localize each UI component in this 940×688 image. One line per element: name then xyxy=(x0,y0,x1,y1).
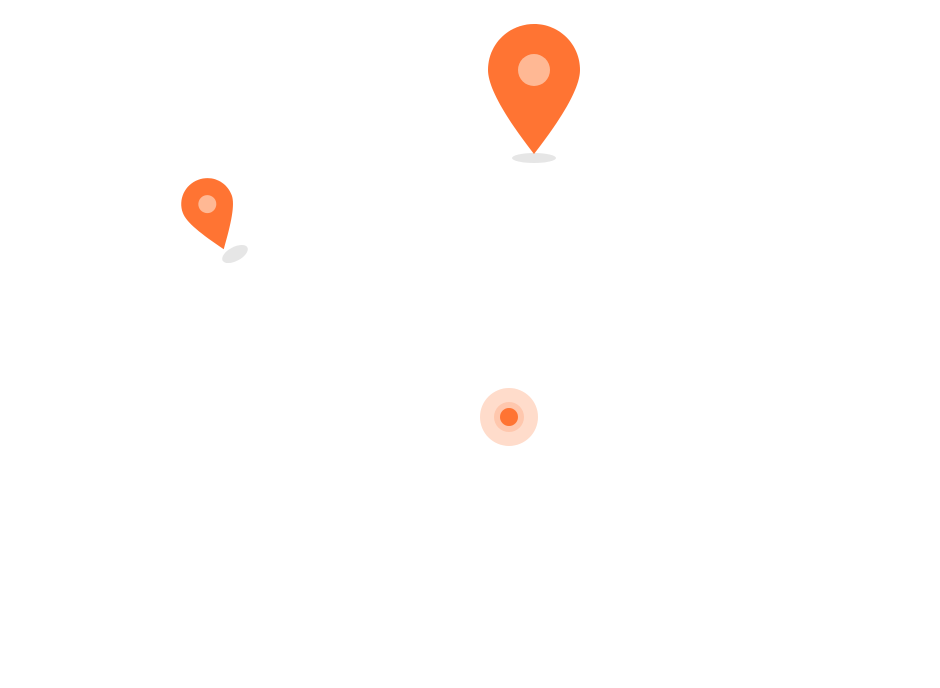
pin-body xyxy=(181,178,233,250)
pin-body xyxy=(488,24,580,154)
map-pin-marker-tilted[interactable] xyxy=(176,174,254,268)
pin-highlight xyxy=(198,195,217,214)
location-dot-icon xyxy=(480,388,538,446)
map-pin-icon xyxy=(181,178,248,264)
current-location-marker[interactable] xyxy=(476,384,542,450)
map-pin-icon xyxy=(488,24,580,163)
location-dot xyxy=(500,408,518,426)
pin-highlight xyxy=(518,54,550,86)
map-pin-marker-large[interactable] xyxy=(486,22,582,166)
pin-shadow xyxy=(512,153,556,163)
pin-shadow xyxy=(222,244,248,264)
